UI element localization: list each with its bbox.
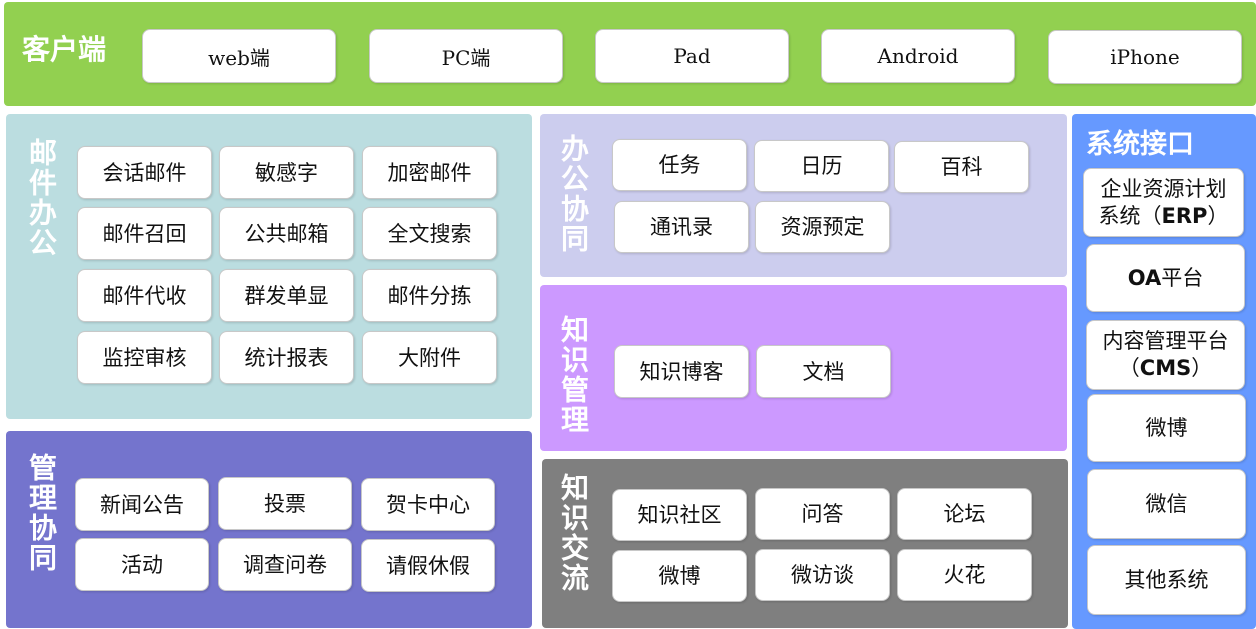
knowledge-item-2[interactable]: 文档 [756, 345, 891, 398]
cms-abbr: CMS [1139, 356, 1192, 380]
mail-title: 邮件办公 [25, 138, 58, 258]
system-item-cms[interactable]: 内容管理平台 （CMS） [1086, 320, 1245, 390]
exchange-item-5[interactable]: 微访谈 [755, 549, 890, 601]
manage-item-5[interactable]: 调查问卷 [218, 538, 352, 591]
knowledge-panel: 知识管理 知识博客 文档 [540, 285, 1067, 451]
system-item-erp[interactable]: 企业资源计划 系统（ERP） [1083, 168, 1244, 237]
mail-item-6[interactable]: 全文搜索 [362, 207, 497, 260]
client-item-pad[interactable]: Pad [595, 29, 789, 83]
mail-item-4[interactable]: 邮件召回 [77, 207, 212, 260]
system-item-weibo[interactable]: 微博 [1087, 394, 1246, 462]
manage-item-3[interactable]: 贺卡中心 [361, 478, 495, 531]
mail-item-10[interactable]: 监控审核 [77, 331, 212, 384]
office-panel: 办公协同 任务 日历 百科 通讯录 资源预定 [540, 114, 1067, 277]
cms-paren-close: ） [1191, 356, 1213, 380]
system-item-weixin[interactable]: 微信 [1087, 469, 1246, 539]
mail-item-11[interactable]: 统计报表 [219, 331, 354, 384]
exchange-item-4[interactable]: 微博 [612, 550, 747, 602]
client-item-iphone[interactable]: iPhone [1048, 30, 1242, 84]
mail-item-12[interactable]: 大附件 [362, 331, 497, 384]
client-item-pc[interactable]: PC端 [369, 29, 563, 83]
mail-item-8[interactable]: 群发单显 [219, 269, 354, 322]
cms-line-1: 内容管理平台 [1102, 329, 1229, 353]
system-item-other[interactable]: 其他系统 [1087, 545, 1246, 615]
manage-item-2[interactable]: 投票 [218, 477, 352, 530]
mail-item-3[interactable]: 加密邮件 [362, 146, 497, 199]
manage-item-6[interactable]: 请假休假 [361, 539, 495, 592]
mail-panel: 邮件办公 会话邮件 敏感字 加密邮件 邮件召回 公共邮箱 全文搜索 邮件代收 群… [6, 114, 532, 419]
cms-line-2: （CMS） [1119, 355, 1212, 382]
knowledge-title: 知识管理 [557, 315, 590, 435]
office-item-5[interactable]: 资源预定 [755, 201, 890, 253]
cms-paren-open: （ [1118, 356, 1140, 380]
mail-item-7[interactable]: 邮件代收 [77, 269, 212, 322]
erp-line-1: 企业资源计划 [1100, 176, 1227, 201]
manage-item-1[interactable]: 新闻公告 [75, 478, 209, 531]
client-item-android[interactable]: Android [821, 29, 1015, 83]
erp-paren-close: ） [1207, 203, 1229, 228]
client-item-web[interactable]: web端 [142, 29, 336, 83]
oa-suffix: 平台 [1161, 266, 1204, 290]
mail-item-2[interactable]: 敏感字 [219, 146, 354, 199]
office-item-2[interactable]: 日历 [754, 140, 889, 192]
exchange-panel: 知识交流 知识社区 问答 论坛 微博 微访谈 火花 [542, 459, 1068, 628]
manage-title: 管理协同 [25, 453, 58, 573]
mail-item-9[interactable]: 邮件分拣 [362, 269, 497, 322]
knowledge-item-1[interactable]: 知识博客 [614, 345, 749, 398]
exchange-item-2[interactable]: 问答 [755, 488, 890, 540]
oa-abbr: OA [1127, 266, 1162, 290]
system-title: 系统接口 [1086, 129, 1194, 160]
exchange-title: 知识交流 [557, 473, 590, 593]
exchange-item-3[interactable]: 论坛 [897, 488, 1032, 540]
office-item-3[interactable]: 百科 [894, 141, 1029, 193]
office-item-4[interactable]: 通讯录 [614, 201, 749, 253]
exchange-item-6[interactable]: 火花 [897, 549, 1032, 601]
client-panel: 客户端 web端 PC端 Pad Android iPhone [4, 2, 1256, 106]
office-item-1[interactable]: 任务 [612, 139, 747, 191]
erp-paren-open: 系统（ [1098, 203, 1162, 228]
mail-item-1[interactable]: 会话邮件 [77, 146, 212, 199]
erp-abbr: ERP [1161, 203, 1208, 228]
mail-item-5[interactable]: 公共邮箱 [219, 207, 354, 260]
exchange-item-1[interactable]: 知识社区 [612, 489, 747, 541]
manage-item-4[interactable]: 活动 [75, 538, 209, 591]
erp-line-2: 系统（ERP） [1099, 203, 1229, 230]
client-title: 客户端 [22, 33, 107, 66]
office-title: 办公协同 [557, 134, 590, 254]
manage-panel: 管理协同 新闻公告 投票 贺卡中心 活动 调查问卷 请假休假 [6, 431, 532, 628]
